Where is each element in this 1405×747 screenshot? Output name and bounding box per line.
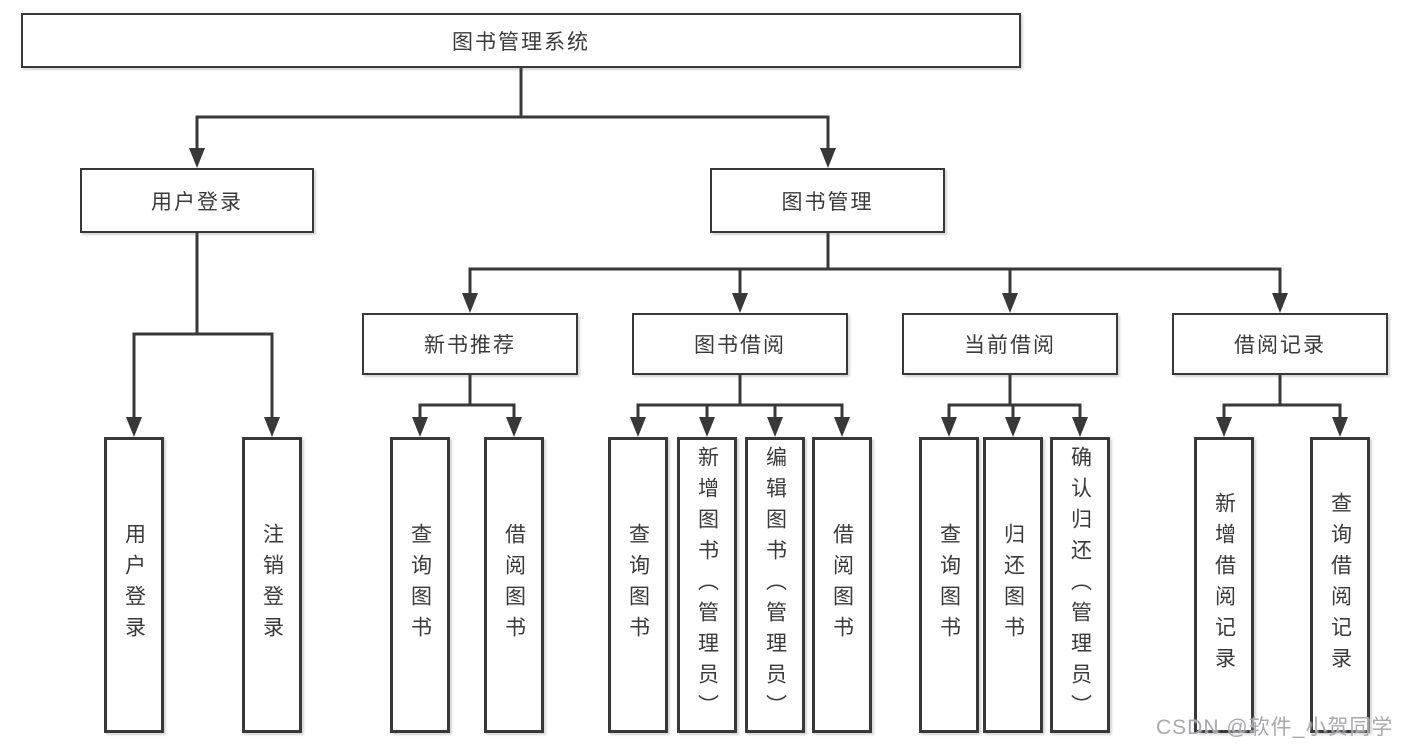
node-current-borrowing: 当前借阅 xyxy=(902,313,1118,375)
leaf-query-books-recommend: 查询图书 xyxy=(390,437,450,733)
arrowhead xyxy=(1005,417,1021,437)
node-borrowing-records: 借阅记录 xyxy=(1172,313,1388,375)
node-label: 新增借阅记录 xyxy=(1212,492,1236,678)
arrowhead xyxy=(1272,293,1288,313)
node-label: 借阅记录 xyxy=(1234,334,1326,357)
arrowhead xyxy=(412,417,428,437)
node-label: 查询借阅记录 xyxy=(1328,492,1352,678)
leaf-query-books-current: 查询图书 xyxy=(919,437,979,733)
connector-new-book-recommendation-to-leaves xyxy=(412,373,522,437)
leaf-confirm-return-admin: 确认归还（管理员） xyxy=(1050,437,1110,733)
leaf-add-books-admin: 新增图书（管理员） xyxy=(677,437,737,733)
node-book-borrowing: 图书借阅 xyxy=(632,313,848,375)
connector-book-management-to-level3 xyxy=(462,231,1288,313)
connector-borrowing-records-to-leaves xyxy=(1216,373,1348,437)
arrowhead xyxy=(264,417,280,437)
leaf-borrow-books-recommend: 借阅图书 xyxy=(484,437,544,733)
node-label: 用户登录 xyxy=(122,523,146,647)
arrowhead xyxy=(699,417,715,437)
leaf-query-books-borrowing: 查询图书 xyxy=(608,437,668,733)
node-label: 编辑图书（管理员） xyxy=(763,445,787,725)
connector-current-borrowing-to-leaves xyxy=(941,373,1088,437)
arrowhead xyxy=(767,417,783,437)
leaf-user-login: 用户登录 xyxy=(104,437,164,733)
arrowhead xyxy=(630,417,646,437)
arrowhead xyxy=(1216,417,1232,437)
node-user-login: 用户登录 xyxy=(80,168,314,233)
node-label: 查询图书 xyxy=(937,523,961,647)
node-label: 归还图书 xyxy=(1001,523,1025,647)
arrowhead xyxy=(732,293,748,313)
leaf-logout: 注销登录 xyxy=(242,437,302,733)
node-new-book-recommendation: 新书推荐 xyxy=(362,313,578,375)
arrowhead xyxy=(1002,293,1018,313)
arrowhead xyxy=(834,417,850,437)
arrowhead xyxy=(1072,417,1088,437)
node-label: 确认归还（管理员） xyxy=(1068,445,1092,725)
arrowhead xyxy=(189,148,205,168)
node-label: 新增图书（管理员） xyxy=(695,445,719,725)
leaf-query-borrow-record: 查询借阅记录 xyxy=(1310,437,1370,733)
arrowhead xyxy=(462,293,478,313)
node-label: 新书推荐 xyxy=(424,334,516,357)
leaf-edit-books-admin: 编辑图书（管理员） xyxy=(745,437,805,733)
arrowhead xyxy=(126,417,142,437)
node-label: 图书管理系统 xyxy=(452,30,590,54)
arrowhead xyxy=(1332,417,1348,437)
node-label: 注销登录 xyxy=(260,523,284,647)
arrowhead xyxy=(941,417,957,437)
leaf-add-borrow-record: 新增借阅记录 xyxy=(1194,437,1254,733)
node-label: 图书借阅 xyxy=(694,334,786,357)
csdn-watermark: CSDN @软件_小贺同学 xyxy=(1156,716,1394,739)
node-label: 查询图书 xyxy=(626,523,650,647)
node-label: 借阅图书 xyxy=(502,523,526,647)
arrowhead xyxy=(820,148,836,168)
node-library-management-system: 图书管理系统 xyxy=(21,13,1021,68)
arrowhead xyxy=(506,417,522,437)
node-label: 图书管理 xyxy=(781,190,874,214)
node-label: 查询图书 xyxy=(408,523,432,647)
node-label: 借阅图书 xyxy=(830,523,854,647)
node-label: 当前借阅 xyxy=(964,334,1056,357)
node-label: 用户登录 xyxy=(151,190,243,214)
connector-root-to-level2 xyxy=(189,66,836,168)
leaf-borrow-books-borrowing: 借阅图书 xyxy=(812,437,872,733)
leaf-return-books: 归还图书 xyxy=(983,437,1043,733)
connector-book-borrowing-to-leaves xyxy=(630,373,850,437)
connector-user-login-to-leaves xyxy=(126,231,280,437)
node-book-management: 图书管理 xyxy=(710,168,945,233)
